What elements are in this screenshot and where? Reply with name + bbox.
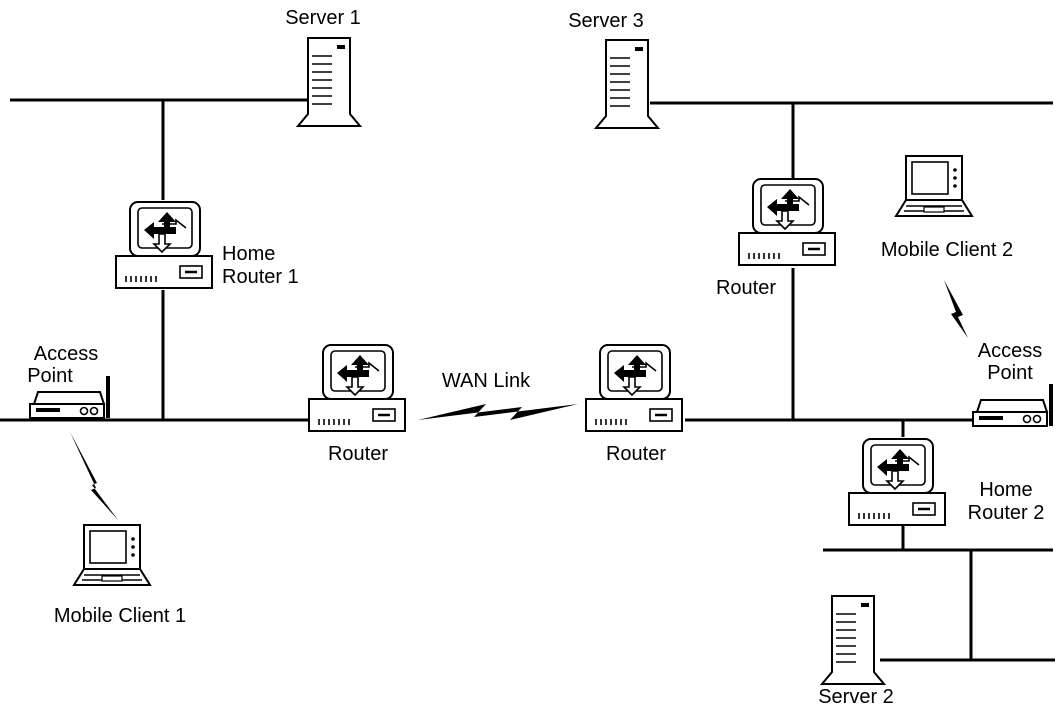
wireless-link-left-icon [70,432,118,520]
access-point-right-label-line1: Access [978,340,1042,362]
router-center-icon [584,343,684,433]
wan-link-lightning-icon [418,404,578,420]
server3-label: Server 3 [568,10,644,32]
access-point-left-label-line1: Access [34,343,98,365]
access-point-right-icon [971,382,1053,428]
mobile-client2-label: Mobile Client 2 [881,239,1013,261]
access-point-right-label-line2: Point [987,362,1033,384]
server2-icon [821,595,885,685]
mobile-client1-label: Mobile Client 1 [54,605,186,627]
router-left-label: Router [328,443,388,465]
router-left-icon [307,343,407,433]
server1-icon [297,37,361,127]
access-point-left-label-line2: Point [27,365,73,387]
home-router2-icon [847,437,947,527]
mobile-client1-laptop-icon [73,524,151,586]
wan-link-label: WAN Link [442,370,531,392]
home-router1-label-line2: Router 1 [222,266,299,288]
home-router1-label-line1: Home [222,243,275,265]
router-right-icon [737,177,837,267]
home-router2-label-line2: Router 2 [968,502,1045,524]
router-center-label: Router [606,443,666,465]
server1-label: Server 1 [285,7,361,29]
wireless-link-right-icon [944,280,968,338]
router-right-label: Router [716,277,776,299]
mobile-client2-laptop-icon [895,155,973,217]
server3-icon [595,39,659,129]
server2-label: Server 2 [818,686,894,708]
network-lines [0,98,1055,662]
home-router2-label-line1: Home [979,479,1032,501]
home-router1-icon [114,200,214,290]
